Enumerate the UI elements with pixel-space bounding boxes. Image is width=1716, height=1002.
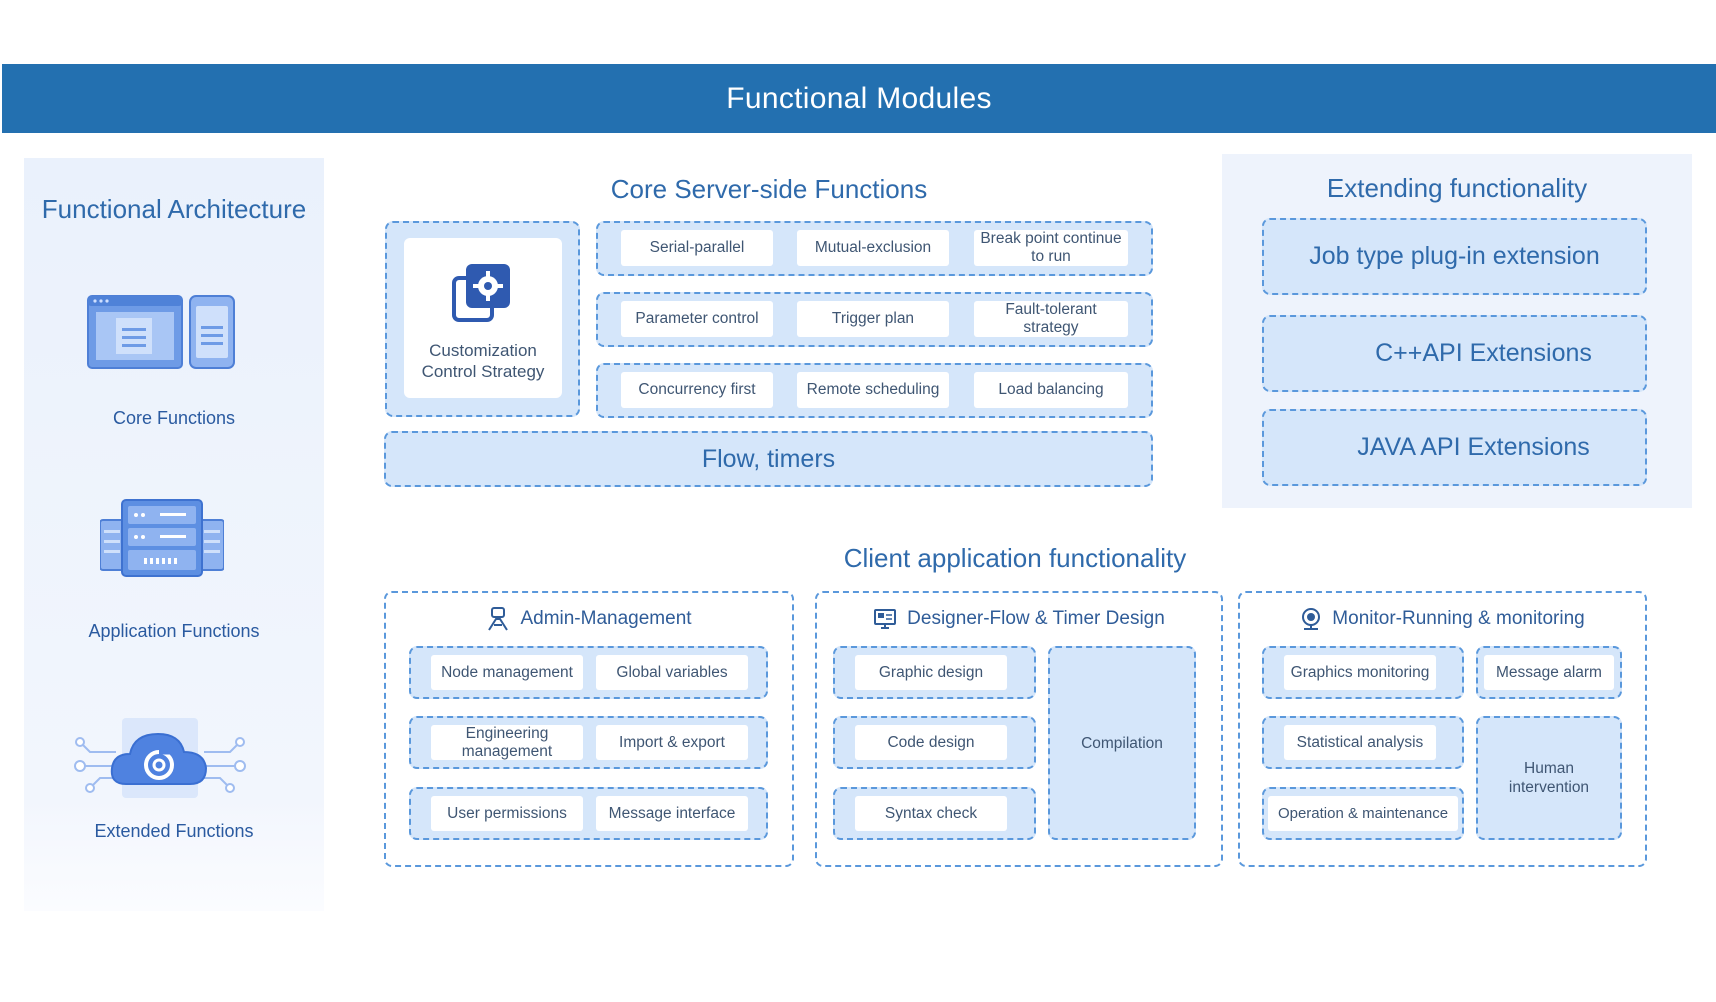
chip-message-alarm: Message alarm — [1484, 655, 1614, 690]
monitor-design-icon — [874, 609, 897, 629]
chip-fault-tolerant: Fault-tolerant strategy — [974, 301, 1128, 337]
chip-syntax-check: Syntax check — [855, 796, 1007, 831]
gear-window-icon — [452, 264, 510, 322]
chip-concurrency-first: Concurrency first — [621, 372, 773, 408]
chip-code-design: Code design — [855, 725, 1007, 760]
chip-remote-scheduling: Remote scheduling — [797, 372, 949, 408]
designer-title: Designer-Flow & Timer Design — [907, 608, 1165, 629]
admin-person-icon — [488, 607, 509, 631]
application-functions-label: Application Functions — [88, 621, 260, 641]
monitor-title: Monitor-Running & monitoring — [1332, 608, 1585, 629]
architecture-panel: Functional Architecture Core Functions A… — [24, 158, 324, 911]
custom-strategy-line2: Control Strategy — [421, 362, 545, 381]
admin-title: Admin-Management — [520, 608, 692, 629]
chip-graphics-monitoring: Graphics monitoring — [1284, 655, 1436, 690]
job-type-plugin-box: Job type plug-in extension — [1262, 218, 1647, 295]
extended-functions-label: Extended Functions — [94, 821, 254, 841]
monitor-panel — [1238, 591, 1647, 867]
extending-title: Extending functionality — [1326, 173, 1588, 203]
chip-parameter-control: Parameter control — [621, 301, 773, 337]
header-bar: Functional Modules — [2, 64, 1716, 133]
webcam-icon — [1302, 608, 1321, 630]
cpp-api-box: C++API Extensions — [1262, 315, 1647, 392]
core-section-title: Core Server-side Functions — [610, 174, 928, 204]
human-intervention-box: Human intervention — [1476, 716, 1622, 840]
chip-message-interface: Message interface — [596, 796, 748, 831]
chip-break-point: Break point continue to run — [974, 230, 1128, 266]
core-functions-label: Core Functions — [112, 408, 236, 428]
chip-serial-parallel: Serial-parallel — [621, 230, 773, 266]
cloud-network-icon — [74, 718, 246, 798]
header-title: Functional Modules — [726, 81, 992, 115]
server-rack-icon — [100, 499, 224, 577]
chip-graphic-design: Graphic design — [855, 655, 1007, 690]
window-and-phone-icon — [87, 295, 235, 369]
chip-user-permissions: User permissions — [431, 796, 583, 831]
custom-strategy-line1: Customization — [429, 341, 537, 360]
designer-header: Designer-Flow & Timer Design — [815, 606, 1223, 632]
chip-node-management: Node management — [431, 655, 583, 690]
chip-trigger-plan: Trigger plan — [797, 301, 949, 337]
chip-engineering-management: Engineering management — [431, 725, 583, 760]
chip-load-balancing: Load balancing — [974, 372, 1128, 408]
compilation-box: Compilation — [1048, 646, 1196, 840]
chip-operation-maintenance: Operation & maintenance — [1268, 796, 1458, 831]
flow-timers-box: Flow, timers — [384, 431, 1153, 487]
chip-statistical-analysis: Statistical analysis — [1284, 725, 1436, 760]
chip-mutual-exclusion: Mutual-exclusion — [797, 230, 949, 266]
chip-import-export: Import & export — [596, 725, 748, 760]
custom-strategy-card: Customization Control Strategy — [404, 238, 562, 398]
designer-panel — [815, 591, 1223, 867]
chip-global-variables: Global variables — [596, 655, 748, 690]
java-api-box: JAVA API Extensions — [1262, 409, 1647, 486]
client-section-title: Client application functionality — [843, 543, 1187, 573]
admin-header: Admin-Management — [384, 606, 794, 632]
monitor-header: Monitor-Running & monitoring — [1238, 606, 1647, 632]
admin-panel — [384, 591, 794, 867]
architecture-title: Functional Architecture — [41, 194, 307, 224]
